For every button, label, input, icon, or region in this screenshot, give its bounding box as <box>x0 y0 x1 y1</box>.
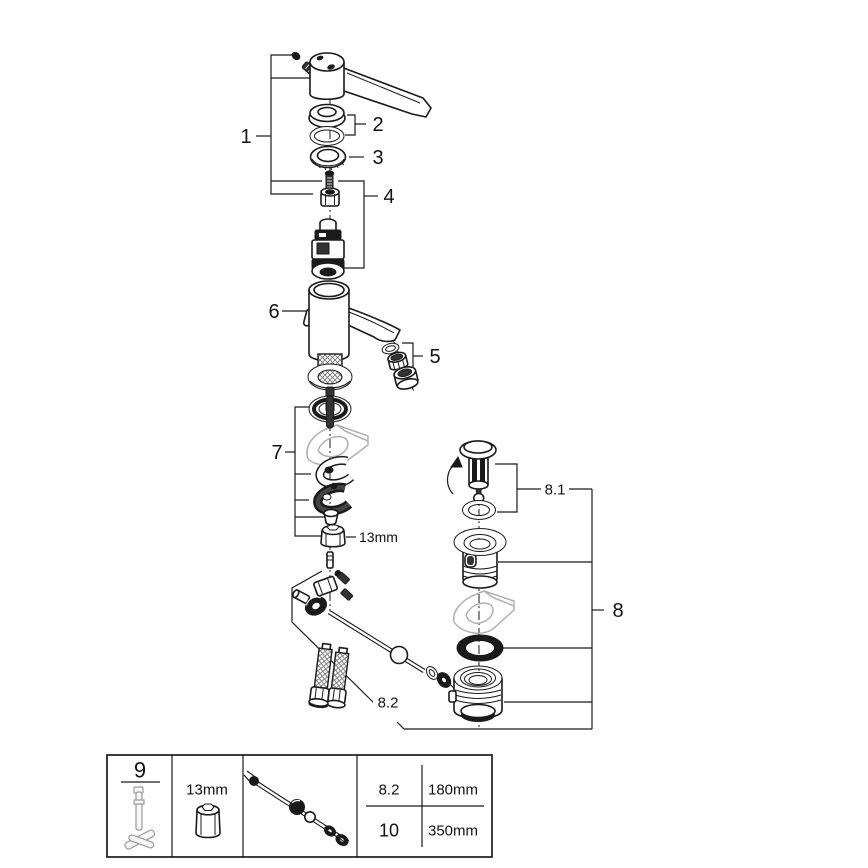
o-ring-cap <box>309 126 345 146</box>
callout-8: 8 <box>612 600 623 622</box>
cartridge-nut <box>320 187 340 207</box>
horseshoe-washer <box>315 455 355 489</box>
table-nut-size: 13mm <box>186 781 228 798</box>
rod-o-ring <box>425 666 439 680</box>
callout-6: 6 <box>268 301 279 323</box>
table-spec-length-1: 350mm <box>428 822 478 839</box>
faucet-handle <box>309 52 432 118</box>
rod-grommet <box>436 672 452 688</box>
callout-labels: 1 2 3 4 5 6 7 8 8.1 8.2 13mm <box>240 114 623 711</box>
callout-8-2: 8.2 <box>378 694 399 711</box>
legend-table: 9 13mm 8.2 180mm 10 350mm <box>106 754 493 858</box>
aerator-parts <box>381 342 419 390</box>
callout-lines <box>256 54 604 730</box>
callout-1: 1 <box>240 126 251 148</box>
table-spec-ref-1: 10 <box>379 820 399 840</box>
rotation-arrow-icon <box>446 455 463 495</box>
drain-stopper <box>459 440 497 504</box>
mounting-ring <box>309 145 347 171</box>
linkage-pin <box>326 551 334 569</box>
cartridge <box>311 218 345 280</box>
handle-plug <box>291 51 301 61</box>
centerlines <box>329 96 480 728</box>
callout-3: 3 <box>372 147 383 169</box>
drain-flange <box>453 528 507 589</box>
cartridge-screw <box>324 170 335 189</box>
callout-2: 2 <box>372 114 383 136</box>
wrench-size-label: 13mm <box>359 529 398 545</box>
stopper-o-ring <box>462 500 496 520</box>
callout-4: 4 <box>383 186 394 208</box>
popup-lever-assembly <box>292 570 354 616</box>
table-spec-ref-0: 8.2 <box>379 781 400 798</box>
table-rod-drawing <box>243 770 350 847</box>
horseshoe-bracket <box>313 482 353 516</box>
ghost-sink-bottom <box>452 590 515 634</box>
popup-rod <box>327 610 426 673</box>
drain-body <box>448 665 503 722</box>
table-nut-drawing <box>195 803 221 839</box>
handle-cap <box>308 103 346 129</box>
callout-5: 5 <box>429 346 440 368</box>
callout-8-1: 8.1 <box>545 481 566 498</box>
table-tool-ref: 9 <box>134 758 146 783</box>
mounting-cone <box>323 508 339 526</box>
table-spec-length-0: 180mm <box>428 781 478 798</box>
base-gasket-ring <box>308 395 352 429</box>
table-tool-drawing <box>124 786 156 850</box>
mounting-nut <box>320 524 346 548</box>
callout-7: 7 <box>271 442 282 464</box>
faucet-body <box>302 280 401 362</box>
supply-hoses <box>308 642 350 709</box>
drain-gasket <box>456 634 504 662</box>
